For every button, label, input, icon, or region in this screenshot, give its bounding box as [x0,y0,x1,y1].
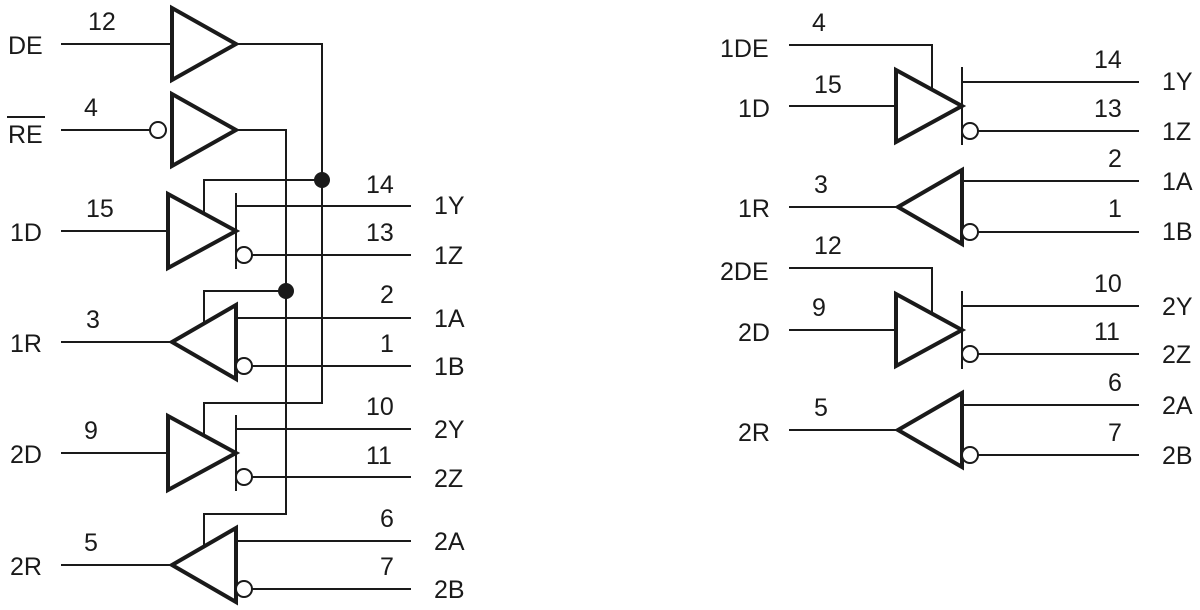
1d-driver-symbol [166,190,241,272]
r-2a-label: 2A [1162,392,1193,420]
r-1b-inversion-bubble [961,223,979,241]
right-diagram: 1DE 4 1D 15 14 1Y 13 1Z 1R 3 2 1A 1 1B [720,9,1193,471]
re-buffer: RE 4 [7,90,287,515]
driver-1d: 1D 15 14 1Y 13 1Z [10,171,465,272]
r-2de-pin: 12 [814,232,842,260]
2z-inversion-bubble [235,468,253,486]
1b-inversion-bubble [235,357,253,375]
2y-label: 2Y [434,416,465,444]
receiver-2r: 2R 5 6 2A 7 2B [10,505,465,606]
2d-driver-symbol [166,412,241,494]
r-2r-pin: 5 [814,394,828,422]
left-diagram: DE 12 RE 4 1D 15 14 1Y [7,4,465,606]
1r-enable-wire [203,290,287,324]
r-driver-2d: 2DE 12 2D 9 10 2Y 11 2Z [720,232,1193,370]
receiver-1r: 1R 3 2 1A 1 1B [10,281,465,383]
r-1de-label: 1DE [720,35,769,63]
r-2r-receiver-symbol [894,389,964,471]
2d-pin: 9 [84,417,98,445]
2d-label: 2D [10,441,42,469]
r-2de-label: 2DE [720,258,769,286]
r-receiver-1r: 1R 3 2 1A 1 1B [738,145,1193,248]
2y-pin: 10 [366,393,394,421]
r-driver-1d: 1DE 4 1D 15 14 1Y 13 1Z [720,9,1193,146]
driver-2d: 2D 9 10 2Y 11 2Z [10,393,465,494]
r-1y-pin: 14 [1094,46,1122,74]
1z-pin: 13 [366,219,394,247]
de-buffer-symbol [170,4,241,84]
2z-pin: 11 [366,442,392,470]
r-1a-pin: 2 [1108,145,1122,173]
1d-pin: 15 [86,195,114,223]
r-2z-label: 2Z [1162,341,1191,369]
r-2b-pin: 7 [1108,419,1122,447]
1r-pin: 3 [86,306,100,334]
r-2z-inversion-bubble [961,345,979,363]
2z-label: 2Z [434,465,463,493]
2b-label: 2B [434,576,465,604]
r-2y-label: 2Y [1162,293,1193,321]
r-1z-label: 1Z [1162,118,1191,146]
r-1r-receiver-symbol [894,166,964,248]
r-1a-label: 1A [1162,168,1193,196]
2b-pin: 7 [380,553,394,581]
r-2d-label: 2D [738,319,770,347]
de-buffer: DE 12 [8,4,323,404]
r-2d-driver-symbol [894,290,967,370]
1y-label: 1Y [434,192,465,220]
1y-pin: 14 [366,171,394,199]
2d-enable-wire [203,402,323,435]
2a-label: 2A [434,528,465,556]
2r-label: 2R [10,553,42,581]
de-pin: 12 [88,8,116,36]
de-label: DE [8,32,43,60]
r-1r-label: 1R [738,195,770,223]
re-enable-bus [235,129,287,515]
r-1z-pin: 13 [1094,95,1122,123]
re-pin: 4 [84,94,98,122]
de-enable-bus [235,43,323,404]
1b-label: 1B [434,353,465,381]
r-1z-inversion-bubble [961,122,979,140]
1d-enable-wire [203,179,323,213]
re-buffer-symbol [170,90,241,170]
r-1de-enable-wire [789,44,933,89]
r-2r-label: 2R [738,419,770,447]
1a-label: 1A [434,305,465,333]
r-1d-label: 1D [738,95,770,123]
r-2a-pin: 6 [1108,369,1122,397]
r-2d-pin: 9 [812,294,826,322]
r-receiver-2r: 2R 5 6 2A 7 2B [738,369,1193,471]
2r-enable-wire [203,513,287,547]
1r-label: 1R [10,330,42,358]
re-label: RE [8,121,43,149]
r-2y-pin: 10 [1094,270,1122,298]
2r-pin: 5 [84,529,98,557]
r-1b-label: 1B [1162,218,1193,246]
1z-label: 1Z [434,242,463,270]
r-1d-pin: 15 [814,71,842,99]
2a-pin: 6 [380,505,394,533]
re-inversion-bubble [149,121,167,139]
r-1r-pin: 3 [814,171,828,199]
r-1b-pin: 1 [1108,195,1122,223]
1z-inversion-bubble [235,246,253,264]
r-2b-inversion-bubble [961,446,979,464]
1d-label: 1D [10,219,42,247]
1b-pin: 1 [380,330,394,358]
r-2z-pin: 11 [1094,318,1120,346]
r-1de-pin: 4 [812,9,826,37]
r-1d-driver-symbol [894,66,967,146]
r-2b-label: 2B [1162,442,1193,470]
r-2de-enable-wire [789,267,933,314]
1a-pin: 2 [380,281,394,309]
r-1y-label: 1Y [1162,68,1193,96]
2b-inversion-bubble [235,580,253,598]
